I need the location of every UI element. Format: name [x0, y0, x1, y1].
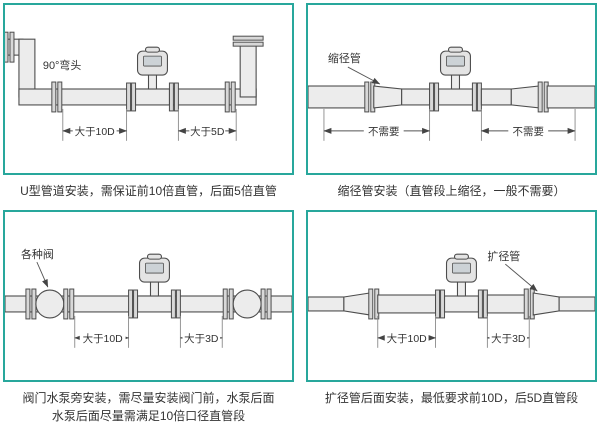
dimension-left-text: 大于10D [83, 332, 124, 345]
diagram-valve-pump: 各种阀 大于10D 大于3D [3, 210, 294, 382]
valve-leader-line [36, 261, 49, 288]
pipe-outer-right [546, 85, 595, 109]
caption-valve-pump: 阀门水泵旁安装，需尽量安装阀门前，水泵后面 水泵后面尽量需满足10倍口径直管段 [3, 382, 294, 429]
pipe-vertical-right [239, 42, 257, 98]
dimension-right: 大于3D [179, 315, 223, 348]
dimension-left-text: 不需要 [368, 126, 399, 138]
elbow-label: 90°弯头 [43, 58, 82, 72]
pipe-inner-right [486, 294, 526, 314]
flowmeter [126, 46, 179, 112]
valve-right [232, 289, 262, 319]
flange [232, 35, 264, 47]
pipe-vertical-left [18, 38, 36, 98]
caption-valve-pump-line2: 水泵后面尽量需满足10倍口径直管段 [51, 409, 246, 423]
pipe-outer-left [308, 296, 345, 312]
dimension-right: 不需要 [480, 108, 576, 141]
expander-drawing: 扩径管 大于10D 大于3D [308, 249, 595, 348]
cell-reducer: 缩径管 不需要 不需要 缩径管安装（直管段上缩径，一般不需要） [306, 3, 597, 206]
flowmeter [435, 253, 488, 319]
reducer-leader-line [347, 66, 381, 85]
dimension-left-text: 大于10D [75, 125, 116, 138]
pipe-inner-left [401, 88, 431, 106]
reducer-drawing: 缩径管 不需要 不需要 [308, 46, 595, 141]
reducer-label: 缩径管 [328, 51, 361, 65]
dimension-right-text: 大于3D [491, 332, 526, 345]
pipe-inner-left [377, 294, 437, 314]
cell-valve-pump: 各种阀 大于10D 大于3D 阀门水泵旁安装，需 [3, 210, 294, 429]
dimension-right-text: 大于3D [184, 332, 219, 345]
expander-cone-left [343, 292, 371, 316]
dimension-left-text: 大于10D [387, 332, 428, 345]
reducer-cone-left [373, 85, 403, 109]
dimension-right: 大于3D [486, 315, 530, 348]
flange [5, 31, 15, 63]
dimension-right-text: 不需要 [513, 126, 544, 138]
caption-reducer: 缩径管安装（直管段上缩径，一般不需要） [337, 184, 566, 198]
pipe-outer-left [308, 85, 367, 109]
valve-label: 各种阀 [21, 247, 54, 261]
dimension-right: 大于5D [177, 108, 237, 141]
expander-leader-line [505, 263, 538, 292]
dimension-left: 大于10D [62, 108, 128, 141]
cell-expander: 扩径管 大于10D 大于3D 扩径管后面安装，最低要求前10D [306, 210, 597, 429]
reducer-cone-right [510, 85, 540, 109]
caption-valve-pump-line1: 阀门水泵旁安装，需尽量安装阀门前，水泵后面 [22, 391, 275, 405]
dimension-right-text: 大于5D [190, 125, 225, 138]
expander-cone-right [532, 292, 560, 316]
diagram-reducer: 缩径管 不需要 不需要 [306, 3, 597, 175]
expander-label: 扩径管 [487, 249, 520, 263]
pipe-outer-right [558, 296, 595, 312]
dimension-left: 大于10D [377, 315, 437, 348]
pipe-inner-right [480, 88, 512, 106]
cell-u-pipe: 90°弯头 大于10D 大于5D U型管道安装，需保证前10倍直管，后面5倍直管 [3, 3, 294, 206]
caption-u-pipe: U型管道安装，需保证前10倍直管，后面5倍直管 [20, 184, 277, 198]
dimension-left: 不需要 [323, 108, 431, 141]
flowmeter [128, 253, 181, 319]
valve-left [35, 289, 65, 319]
dimension-left: 大于10D [74, 315, 130, 348]
valve-pump-drawing: 各种阀 大于10D 大于3D [5, 247, 292, 348]
diagram-expander: 扩径管 大于10D 大于3D [306, 210, 597, 382]
diagram-u-pipe: 90°弯头 大于10D 大于5D [3, 3, 294, 175]
u-pipe-drawing: 90°弯头 大于10D 大于5D [5, 31, 264, 141]
flowmeter [429, 46, 482, 112]
caption-expander: 扩径管后面安装，最低要求前10D，后5D直管段 [324, 391, 579, 405]
